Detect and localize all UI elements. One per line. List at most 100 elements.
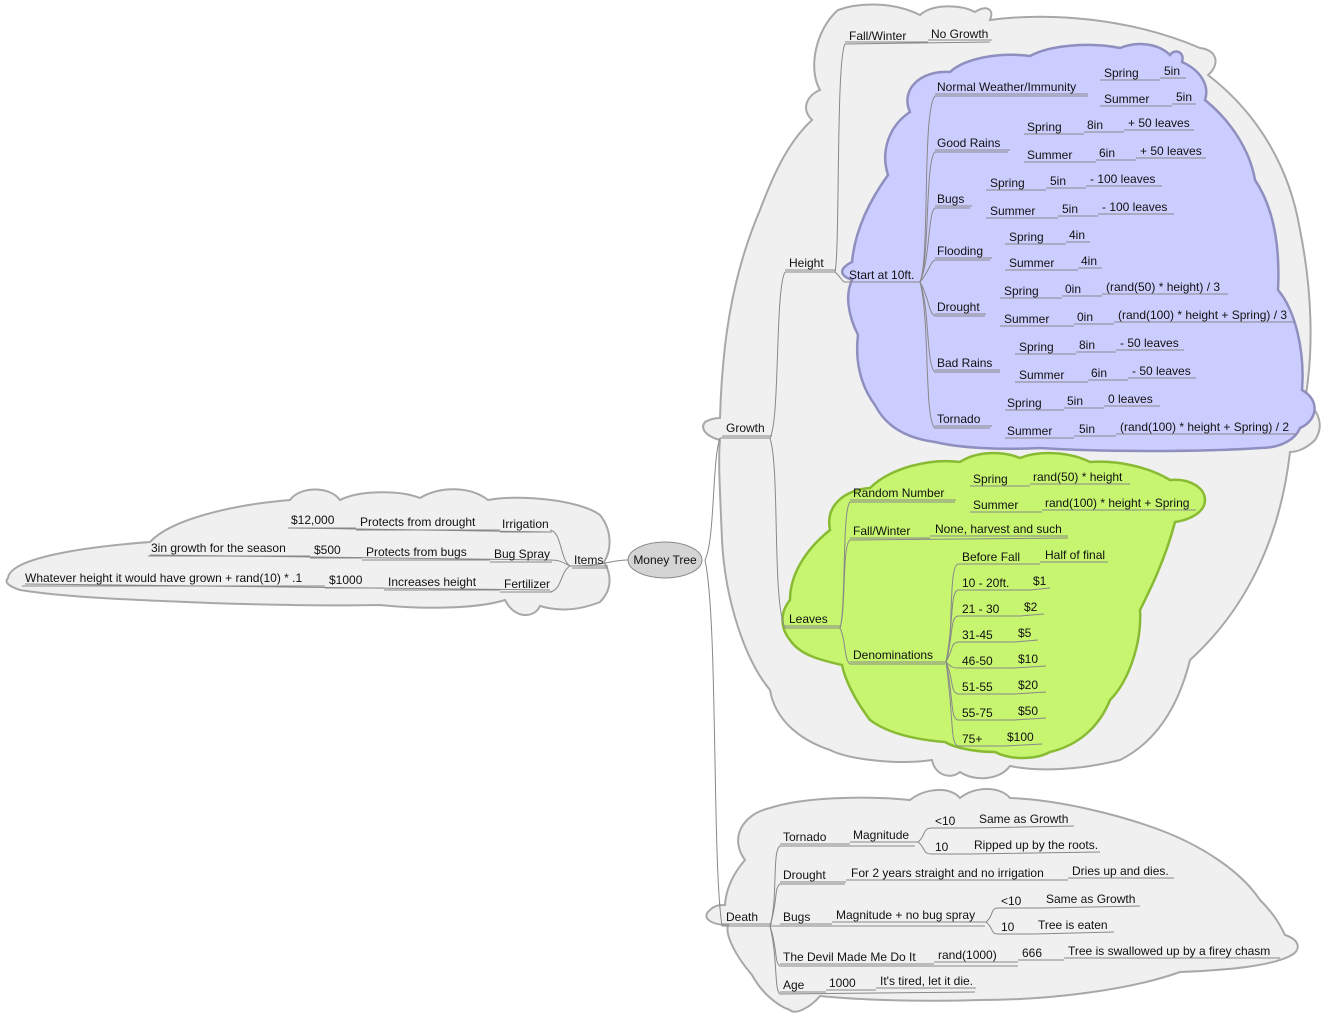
root-label: Money Tree (633, 553, 697, 567)
before-fall-label: Before Fall (962, 550, 1020, 564)
good-rains-label[interactable]: Good Rains (937, 136, 1000, 150)
bug-spray-desc: Protects from bugs (366, 545, 467, 559)
denom-value: $5 (1018, 626, 1032, 640)
normal-spring: Spring (1104, 66, 1139, 80)
bugs-summer-extra: - 100 leaves (1102, 200, 1167, 214)
death-drought-cond: For 2 years straight and no irrigation (851, 866, 1044, 880)
bugs-spring-extra: - 100 leaves (1090, 172, 1155, 186)
good-rains-spring: Spring (1027, 120, 1062, 134)
death-cloud (705, 788, 1299, 1013)
flooding-summer: Summer (1009, 256, 1054, 270)
random-spring: Spring (973, 472, 1008, 486)
denom-value: $10 (1018, 652, 1038, 666)
good-rains-spring-val: 8in (1087, 118, 1103, 132)
denom-range: 75+ (962, 732, 982, 746)
flooding-spring-val: 4in (1069, 228, 1085, 242)
connectors (24, 41, 1088, 995)
fall-winter-leaves-label[interactable]: Fall/Winter (853, 524, 910, 538)
leaves-denomination-rows (945, 563, 1051, 747)
bug-spray-effect: 3in growth for the season (151, 541, 286, 555)
irrigation-desc: Protects from drought (360, 515, 476, 529)
death-bugs-10-val: Tree is eaten (1038, 918, 1108, 932)
bugs-summer: Summer (990, 204, 1035, 218)
normal-summer-val: 5in (1176, 90, 1192, 104)
random-spring-val: rand(50) * height (1033, 470, 1123, 484)
items-cloud (5, 488, 611, 616)
bugs-height-label[interactable]: Bugs (937, 192, 964, 206)
items-label[interactable]: Items (574, 553, 603, 567)
growth-label[interactable]: Growth (726, 421, 765, 435)
height-label[interactable]: Height (789, 256, 824, 270)
random-number-label[interactable]: Random Number (853, 486, 944, 500)
death-bugs-cond: Magnitude + no bug spray (836, 908, 975, 922)
death-drought-result: Dries up and dies. (1072, 864, 1169, 878)
root-node[interactable] (627, 541, 703, 579)
bad-rains-label[interactable]: Bad Rains (937, 356, 992, 370)
irrigation-label[interactable]: Irrigation (502, 517, 549, 531)
tornado-summer-extra: (rand(100) * height + Spring) / 2 (1120, 420, 1289, 434)
bad-rains-spring-extra: - 50 leaves (1120, 336, 1179, 350)
denom-value: $1 (1033, 574, 1047, 588)
denominations-label[interactable]: Denominations (853, 648, 933, 662)
bad-rains-summer: Summer (1019, 368, 1064, 382)
good-rains-summer: Summer (1027, 148, 1072, 162)
flooding-label[interactable]: Flooding (937, 244, 983, 258)
death-tornado-label[interactable]: Tornado (783, 830, 827, 844)
denom-value: $100 (1007, 730, 1034, 744)
death-tornado-10: 10 (935, 840, 949, 854)
leaves-cloud (781, 451, 1207, 760)
bad-rains-spring-val: 8in (1079, 338, 1095, 352)
death-age-label[interactable]: Age (783, 978, 805, 992)
drought-spring: Spring (1004, 284, 1039, 298)
good-rains-spring-extra: + 50 leaves (1128, 116, 1190, 130)
bad-rains-spring: Spring (1019, 340, 1054, 354)
flooding-summer-val: 4in (1081, 254, 1097, 268)
denom-range: 21 - 30 (962, 602, 1000, 616)
bad-rains-summer-val: 6in (1091, 366, 1107, 380)
death-tornado-10-val: Ripped up by the roots. (974, 838, 1098, 852)
denom-range: 46-50 (962, 654, 993, 668)
death-tornado-magnitude: Magnitude (853, 828, 909, 842)
flooding-spring: Spring (1009, 230, 1044, 244)
tornado-summer-val: 5in (1079, 422, 1095, 436)
death-age-result: It's tired, let it die. (880, 974, 973, 988)
leaves-label[interactable]: Leaves (789, 612, 828, 626)
death-bugs-lt10: <10 (1001, 894, 1022, 908)
bugs-spring: Spring (990, 176, 1025, 190)
death-devil-result: Tree is swallowed up by a firey chasm (1068, 944, 1270, 958)
tornado-spring-val: 5in (1067, 394, 1083, 408)
bug-spray-price: $500 (314, 543, 341, 557)
bugs-spring-val: 5in (1050, 174, 1066, 188)
death-label[interactable]: Death (726, 910, 758, 924)
death-devil-rand: rand(1000) (938, 948, 997, 962)
death-bugs-label[interactable]: Bugs (783, 910, 810, 924)
tornado-spring: Spring (1007, 396, 1042, 410)
bug-spray-label[interactable]: Bug Spray (494, 547, 550, 561)
start-height-label[interactable]: Start at 10ft. (849, 268, 914, 282)
death-underlines (722, 825, 1280, 993)
drought-summer: Summer (1004, 312, 1049, 326)
good-rains-summer-extra: + 50 leaves (1140, 144, 1202, 158)
denom-value: $2 (1024, 600, 1038, 614)
death-devil-label[interactable]: The Devil Made Me Do It (783, 950, 916, 964)
normal-spring-val: 5in (1164, 64, 1180, 78)
fertilizer-price: $1000 (329, 573, 363, 587)
random-summer: Summer (973, 498, 1018, 512)
denom-range: 31-45 (962, 628, 993, 642)
drought-summer-val: 0in (1077, 310, 1093, 324)
bugs-summer-val: 5in (1062, 202, 1078, 216)
death-devil-num: 666 (1022, 946, 1042, 960)
death-drought-label[interactable]: Drought (783, 868, 826, 882)
normal-weather-label[interactable]: Normal Weather/Immunity (937, 80, 1076, 94)
denom-range: 10 - 20ft. (962, 576, 1009, 590)
denom-range: 51-55 (962, 680, 993, 694)
death-tornado-lt10-val: Same as Growth (979, 812, 1068, 826)
tornado-height-label[interactable]: Tornado (937, 412, 981, 426)
drought-summer-extra: (rand(100) * height + Spring) / 3 (1118, 308, 1287, 322)
tornado-summer: Summer (1007, 424, 1052, 438)
death-bugs-10: 10 (1001, 920, 1015, 934)
drought-height-label[interactable]: Drought (937, 300, 980, 314)
fertilizer-label[interactable]: Fertilizer (504, 577, 550, 591)
fall-winter-height-label[interactable]: Fall/Winter (849, 29, 906, 43)
